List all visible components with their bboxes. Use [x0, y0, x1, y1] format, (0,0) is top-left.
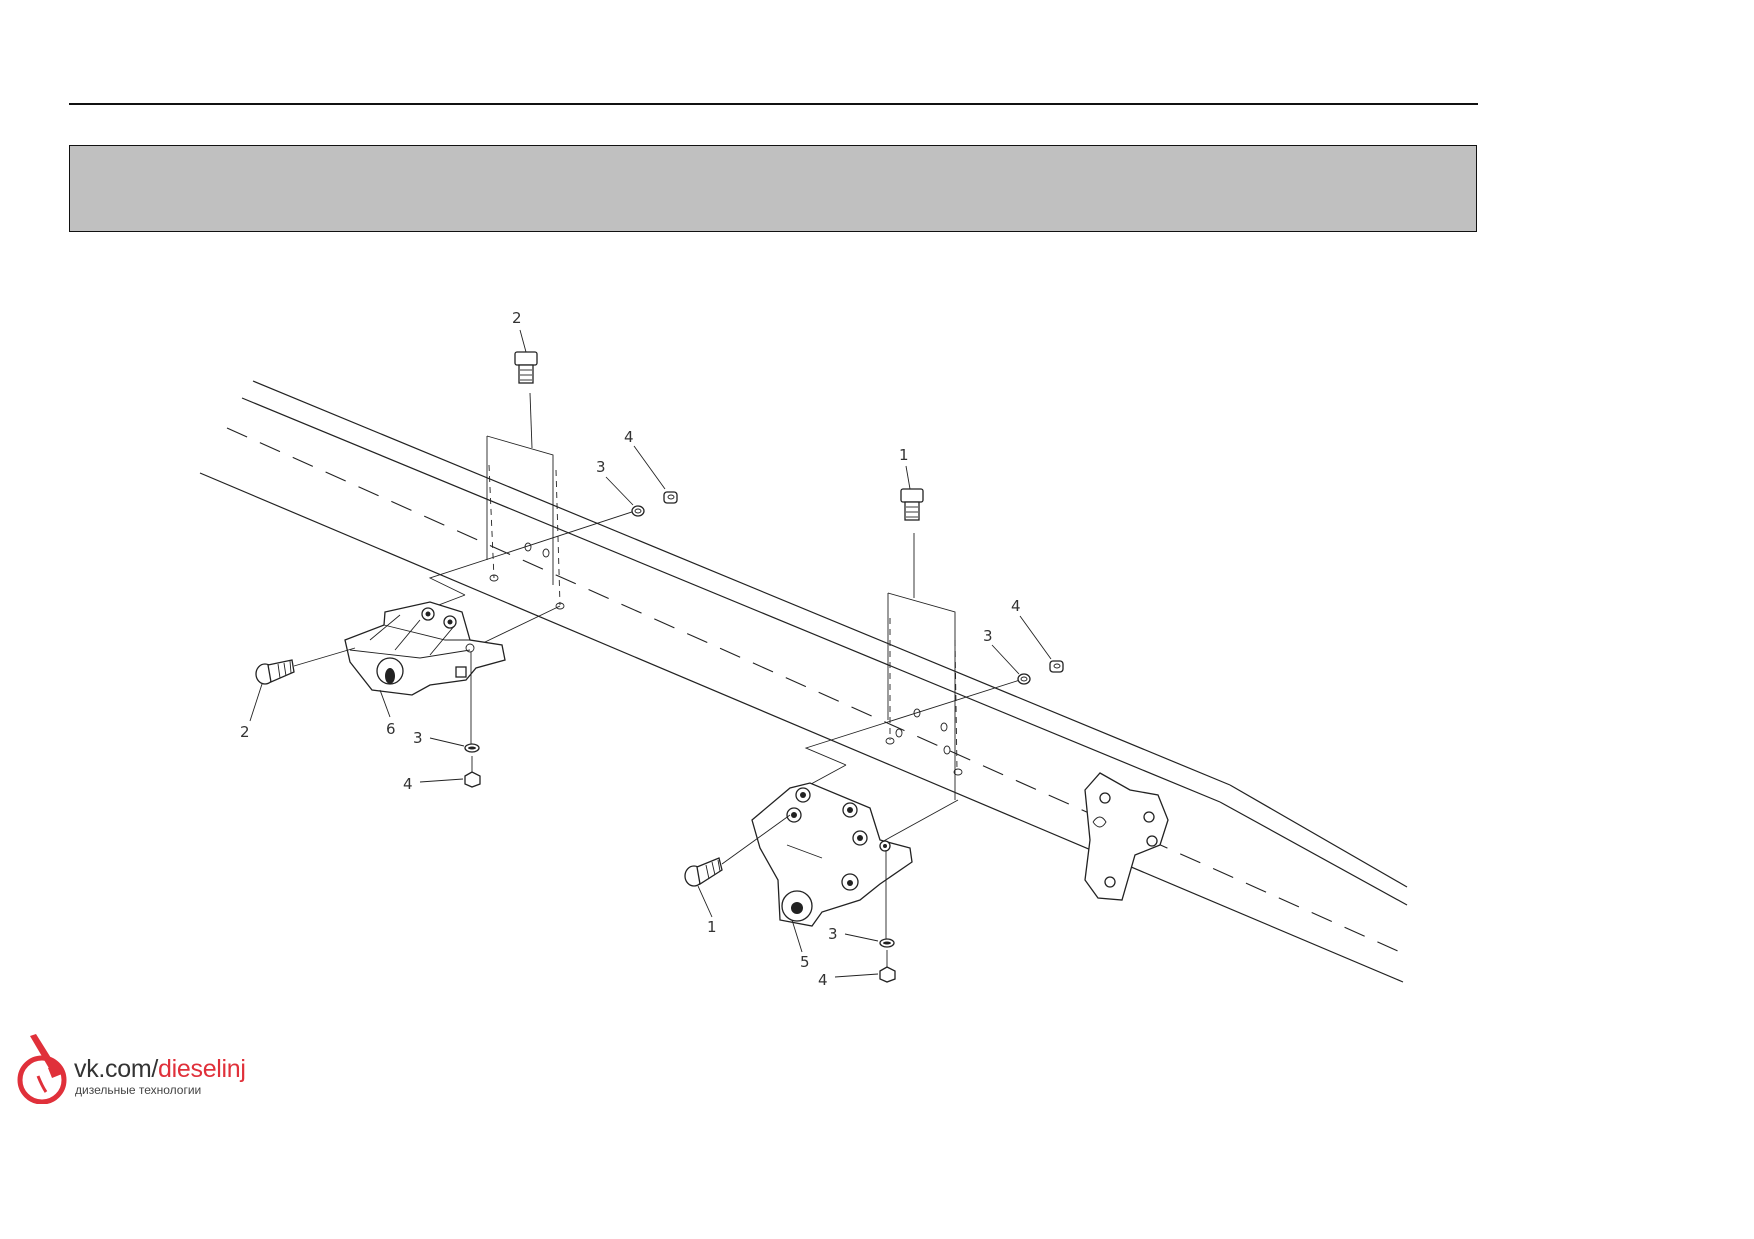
callout-bracket-6: 6: [386, 720, 396, 738]
callout-bracket-5: 5: [800, 953, 810, 971]
left-projection-lines: [359, 392, 639, 644]
bolt-1-top: [900, 488, 924, 521]
watermark-url-accent: dieselinj: [158, 1055, 246, 1083]
watermark-tagline: дизельные технологии: [75, 1083, 202, 1097]
bolt-2-side: [255, 647, 356, 685]
title-banner: [69, 145, 1477, 232]
callout-nut-4-right-bottom: 4: [818, 971, 828, 989]
header-rule: [69, 103, 1478, 105]
callout-washer-3-top-right: 3: [983, 627, 993, 645]
watermark-url-prefix: vk.com/: [74, 1055, 159, 1083]
left-bottom-fasteners: [464, 652, 481, 788]
callout-nut-4-left-bottom: 4: [403, 775, 413, 793]
callout-bolt-1-top: 1: [899, 446, 909, 464]
nut-4-top-right: [1049, 660, 1064, 673]
bracket-5: [751, 782, 913, 927]
right-bottom-fasteners: [879, 850, 896, 983]
leader-lines: [249, 329, 1052, 978]
callout-washer-3-top-left: 3: [596, 458, 606, 476]
nut-4-top-left: [663, 491, 678, 504]
callout-washer-3-left-bottom: 3: [413, 729, 423, 747]
callout-washer-3-right-bottom: 3: [828, 925, 838, 943]
dieselinj-logo-icon: [17, 1034, 67, 1104]
washer-3-top-left: [631, 505, 645, 517]
right-projection-lines: [799, 533, 1021, 844]
bolt-2-top: [514, 351, 538, 384]
frame-rail: [199, 380, 1408, 983]
callout-bolt-2-top: 2: [512, 309, 522, 327]
bolt-1-side: [684, 814, 791, 887]
exploded-assembly-drawing: 2 1 3 4 3 4 2 6 3 4 1 5 3 4: [199, 309, 1408, 989]
washer-3-top-right: [1017, 673, 1031, 685]
rear-spring-hanger: [1084, 772, 1169, 901]
watermark-url[interactable]: vk.com/dieselinj: [74, 1055, 246, 1084]
callout-bolt-2-side: 2: [240, 723, 250, 741]
callout-bolt-1-side: 1: [707, 918, 717, 936]
callout-nut-4-top-right: 4: [1011, 597, 1021, 615]
bracket-6: [344, 601, 506, 696]
callout-nut-4-top-left: 4: [624, 428, 634, 446]
callout-labels: 2 1 3 4 3 4 2 6 3 4 1 5 3 4: [240, 309, 1021, 989]
